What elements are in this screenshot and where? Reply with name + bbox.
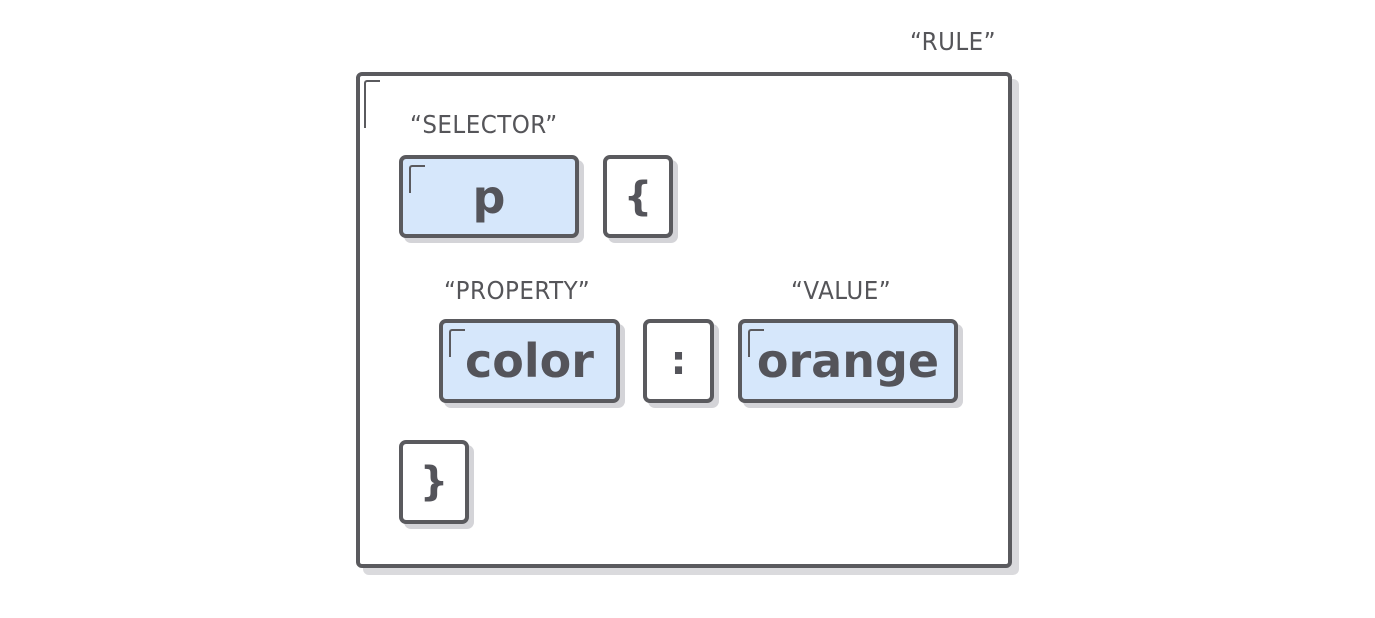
selector-label: “SELECTOR” xyxy=(410,110,558,139)
tile-corner-mark xyxy=(409,165,425,193)
value-label: “VALUE” xyxy=(791,276,892,305)
frame-corner-mark xyxy=(364,80,380,128)
property-label: “PROPERTY” xyxy=(444,276,591,305)
open-brace-token: { xyxy=(623,173,653,220)
tile-corner-mark xyxy=(449,329,465,357)
open-brace-tile: { xyxy=(603,155,673,238)
colon-tile: : xyxy=(643,319,714,403)
rule-label: “RULE” xyxy=(910,27,997,56)
colon-token: : xyxy=(670,338,687,384)
close-brace-tile: } xyxy=(399,440,469,524)
value-token: orange xyxy=(756,334,940,388)
value-tile: orange xyxy=(738,319,958,403)
close-brace-token: } xyxy=(419,459,449,505)
property-token: color xyxy=(465,334,594,388)
selector-tile: p xyxy=(399,155,579,238)
property-tile: color xyxy=(439,319,620,403)
tile-corner-mark xyxy=(748,329,764,357)
selector-token: p xyxy=(472,169,506,224)
